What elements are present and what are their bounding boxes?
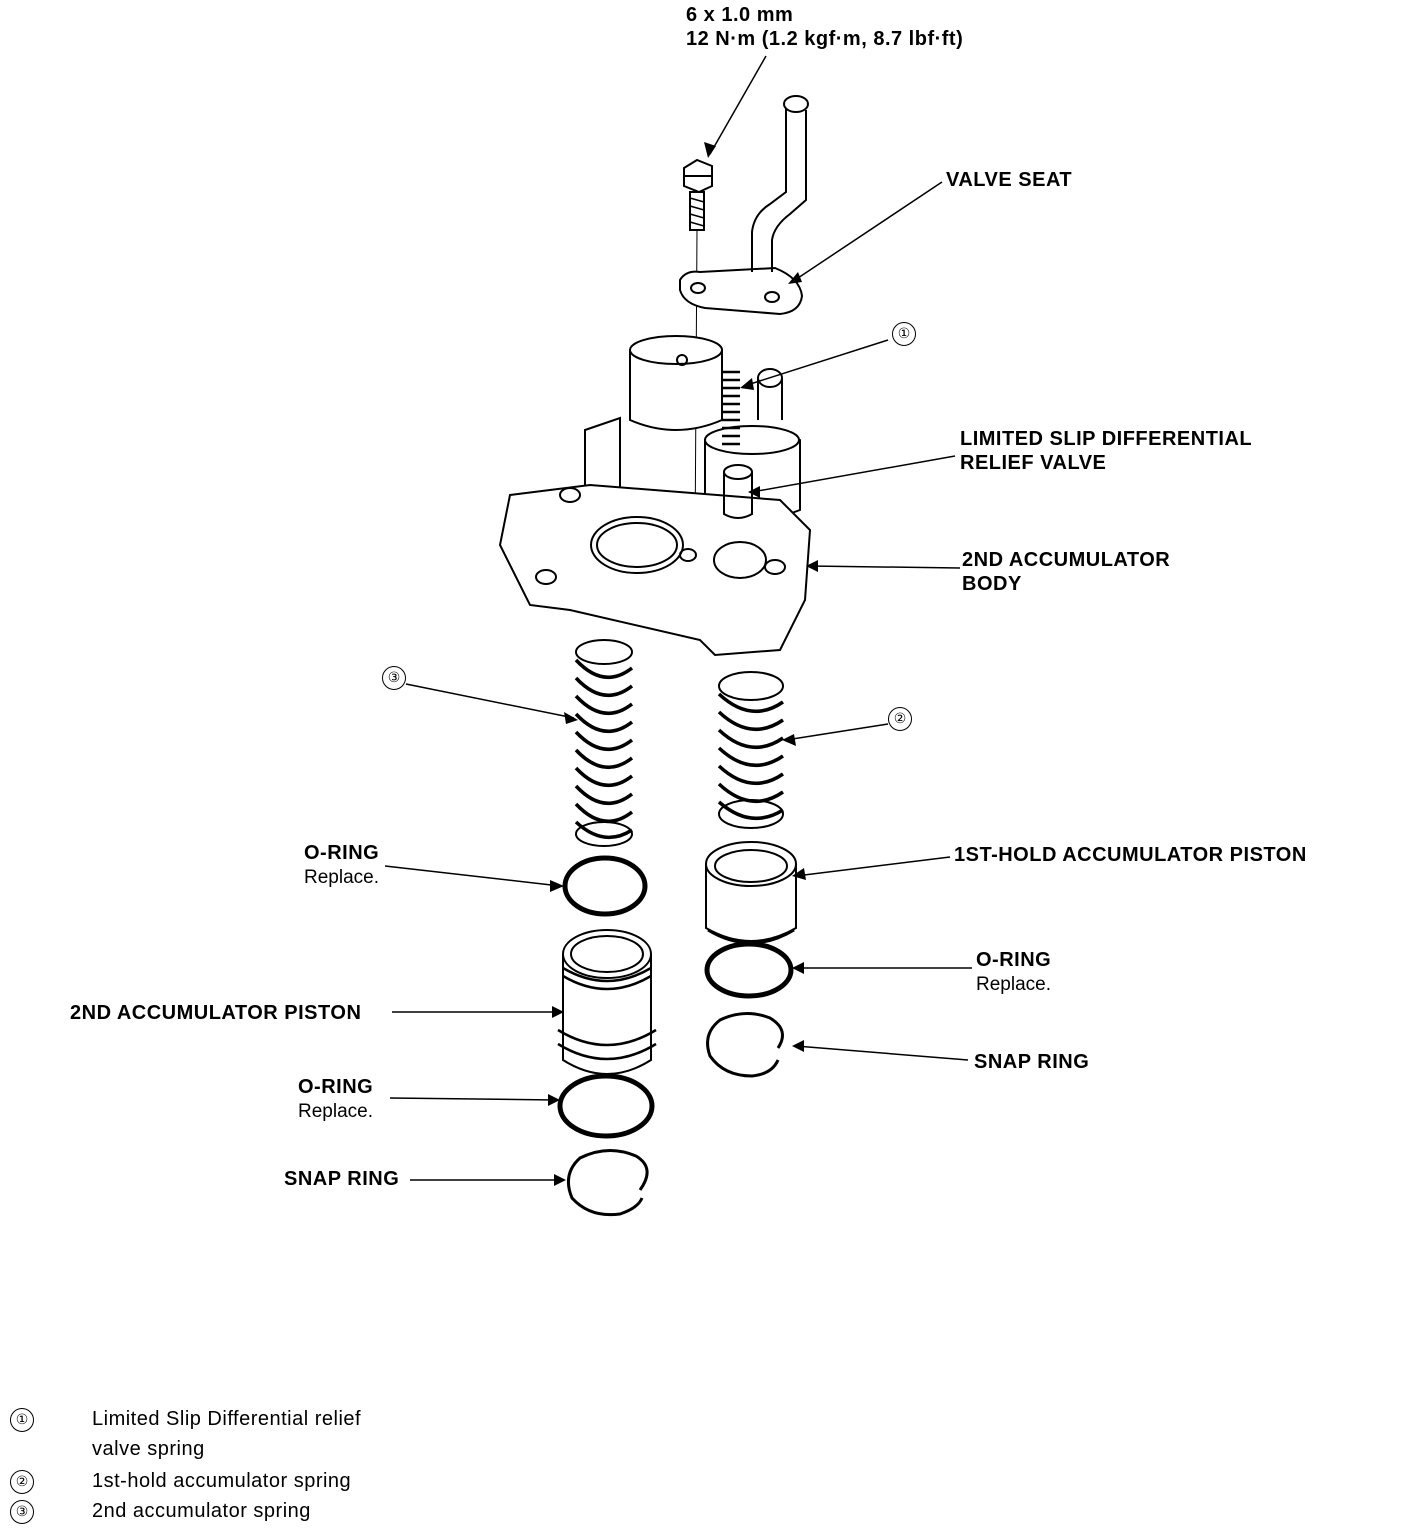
legend-text-3: 2nd accumulator spring <box>92 1500 311 1522</box>
second-piston-label: 2ND ACCUMULATOR PISTON <box>70 1002 362 1024</box>
first-hold-piston <box>705 841 797 945</box>
legend-num-1: ① <box>10 1408 34 1432</box>
callout-1: ① <box>892 322 916 346</box>
legend-text-1-line1: Limited Slip Differential relief <box>92 1408 362 1430</box>
legend-text-2: 1st-hold accumulator spring <box>92 1470 352 1492</box>
snap-ring-right-label: SNAP RING <box>974 1051 1090 1073</box>
second-piston <box>557 929 657 1075</box>
callout-3: ③ <box>382 666 406 690</box>
lsd-relief-valve-label-line2: RELIEF VALVE <box>960 452 1107 474</box>
o-ring-right-note: Replace. <box>976 974 1051 995</box>
leader-lines <box>384 55 972 1181</box>
snap-ring-left-label: SNAP RING <box>284 1168 400 1190</box>
o-ring-right-label: O-RING <box>976 949 1052 971</box>
o-ring-left-top-label: O-RING <box>304 842 380 864</box>
lsd-relief-valve-label-line1: LIMITED SLIP DIFFERENTIAL <box>960 428 1253 450</box>
accumulator-body-label-line1: 2ND ACCUMULATOR <box>962 549 1171 571</box>
snap-ring-left <box>566 1149 649 1217</box>
first-hold-piston-label: 1ST-HOLD ACCUMULATOR PISTON <box>954 844 1307 866</box>
accumulator-body-label-line2: BODY <box>962 573 1022 595</box>
o-ring-left-bottom <box>557 1073 655 1139</box>
legend-num-3: ③ <box>10 1500 34 1524</box>
bolt-size-label: 6 x 1.0 mm <box>686 4 794 26</box>
callout-2: ② <box>888 707 912 731</box>
legend-num-2: ② <box>10 1470 34 1494</box>
snap-ring-right <box>706 1012 784 1078</box>
o-ring-right <box>704 941 794 999</box>
arrowheads <box>548 142 818 1186</box>
o-ring-left-top <box>562 855 648 917</box>
accumulator-body <box>498 335 812 657</box>
o-ring-left-bottom-note: Replace. <box>298 1101 373 1122</box>
valve-seat <box>679 95 809 316</box>
valve-seat-label: VALVE SEAT <box>946 169 1073 191</box>
second-accumulator-spring <box>574 639 634 847</box>
lsd-relief-spring <box>722 370 740 446</box>
o-ring-left-top-note: Replace. <box>304 867 379 888</box>
first-hold-accumulator-spring <box>717 671 784 829</box>
o-ring-left-bottom-label: O-RING <box>298 1076 374 1098</box>
legend-text-1-line2: valve spring <box>92 1438 205 1460</box>
bolt-torque-label: 12 N·m (1.2 kgf·m, 8.7 lbf·ft) <box>686 28 964 50</box>
